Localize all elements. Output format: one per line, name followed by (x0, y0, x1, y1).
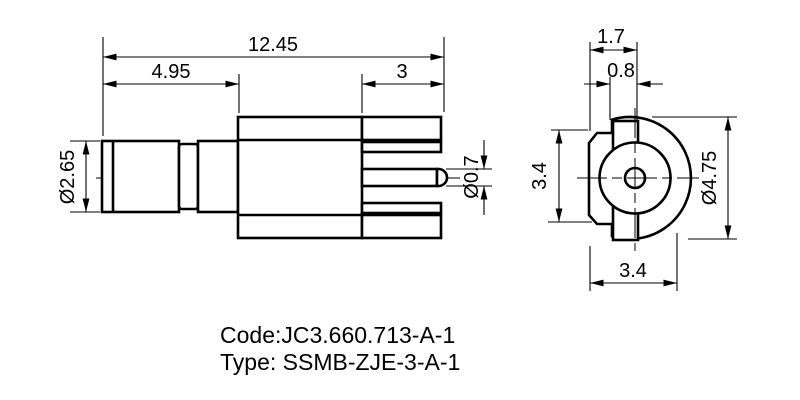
dim-body-dia-label: Ø4.75 (699, 151, 721, 205)
body-outline (236, 115, 364, 240)
dimensions-end-view: 1.7 0.8 3.4 Ø4.75 3.4 (529, 26, 737, 291)
pin-cap (435, 167, 449, 188)
leg-bottom-inner (360, 201, 443, 215)
caption-type: Type: SSMB-ZJE-3-A-1 (220, 349, 460, 375)
leg-bottom-outer (360, 213, 443, 240)
leg-top-outer (360, 115, 443, 142)
side-view (96, 115, 460, 240)
dimensions-side-view: 12.45 4.95 3 Ø2.65 Ø0.7 (57, 34, 492, 215)
dim-pin-dia-label: Ø0.7 (461, 155, 483, 198)
center-pin (360, 167, 439, 188)
dim-overall-length-label: 12.45 (248, 34, 298, 56)
caption-block: Code:JC3.660.713-A-1 Type: SSMB-ZJE-3-A-… (220, 322, 460, 375)
dim-front-length-label: 4.95 (152, 61, 191, 83)
dim-tab-pitch-label: 1.7 (597, 26, 625, 48)
nut-outline (100, 139, 181, 214)
dim-clip-height-label: 3.4 (529, 162, 551, 190)
collar-outline (196, 139, 240, 214)
dim-leg-length-label: 3 (396, 61, 407, 83)
groove-outline (177, 142, 200, 211)
caption-code: Code:JC3.660.713-A-1 (220, 322, 455, 348)
dim-clip-width-label: 3.4 (619, 260, 647, 282)
dim-tab-width-label: 0.8 (607, 60, 635, 82)
end-view (577, 108, 699, 251)
dim-barrel-dia-label: Ø2.65 (57, 150, 79, 204)
leg-top-inner (360, 140, 443, 154)
